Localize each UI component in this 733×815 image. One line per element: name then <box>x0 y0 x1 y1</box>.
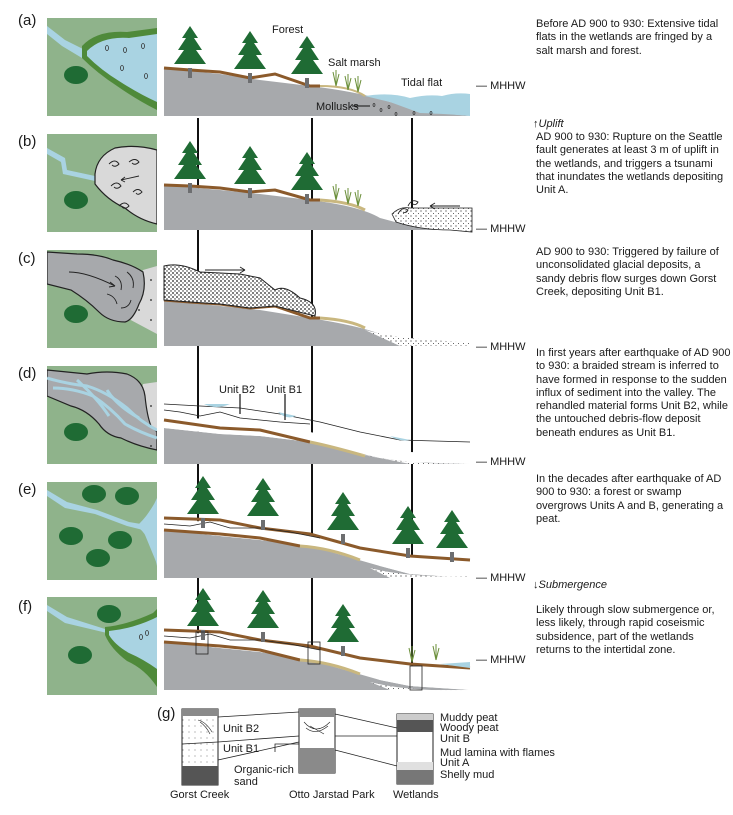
description-a: Before AD 900 to 930: Extensive tidal fl… <box>536 18 719 57</box>
site-label-otto-jarstad-park: Otto Jarstad Park <box>289 789 375 801</box>
panel-label-d: (d) <box>18 365 37 382</box>
panel-label-e: (e) <box>18 481 37 498</box>
unit-b-label: Unit B <box>440 733 470 745</box>
description-b: AD 900 to 930: Rupture on the Seattle fa… <box>536 131 724 197</box>
description-c: AD 900 to 930: Triggered by failure of u… <box>536 246 719 298</box>
unit-b1-label: Unit B1 <box>266 384 303 396</box>
stratigraphic-columns <box>181 708 434 786</box>
mhhw-label: MHHW <box>490 223 526 235</box>
mud-lamina-label: Mud lamina with flames <box>440 747 555 759</box>
uplift-note: ↑Uplift <box>533 118 564 130</box>
cross-section-e <box>163 476 471 578</box>
panel-label-a: (a) <box>18 12 37 29</box>
salt-marsh-label: Salt marsh <box>328 57 381 69</box>
mhhw-label: MHHW <box>490 456 526 468</box>
uplift-label: Uplift <box>538 118 564 130</box>
description-f: Likely through slow submergence or, less… <box>536 604 715 656</box>
mhhw-marker-b: — MHHW <box>476 223 526 235</box>
tidal-flat-label: Tidal flat <box>401 77 443 89</box>
map-view-d <box>47 366 157 464</box>
mhhw-marker-a: — MHHW <box>476 80 526 92</box>
mhhw-marker-e: — MHHW <box>476 572 526 584</box>
description-d: In first years after earthquake of AD 90… <box>536 347 731 439</box>
mhhw-marker-d: — MHHW <box>476 456 526 468</box>
wetlands-column <box>396 713 434 785</box>
cross-section-diagrams <box>163 26 473 691</box>
mollusks-label: Mollusks <box>316 101 359 113</box>
unit-a-label: Unit A <box>440 757 470 769</box>
cross-section-d <box>163 394 471 464</box>
mhhw-label: MHHW <box>490 341 526 353</box>
up-arrow-icon: ↑ <box>533 118 539 130</box>
unit-b2-label: Unit B2 <box>219 384 256 396</box>
site-label-wetlands: Wetlands <box>393 789 439 801</box>
panel-label-c: (c) <box>18 250 36 267</box>
map-view-b <box>47 134 157 232</box>
cross-section-c <box>163 264 470 346</box>
cross-section-b <box>163 141 473 233</box>
otto-jarstad-park-column <box>298 708 336 774</box>
muddy-peat-label: Muddy peat <box>440 712 498 724</box>
map-view-a <box>47 18 157 116</box>
woody-peat-label: Woody peat <box>440 722 499 734</box>
down-arrow-icon: ↓ <box>533 579 539 591</box>
gorst-creek-column <box>181 708 219 786</box>
map-view-e <box>47 482 157 580</box>
mhhw-label: MHHW <box>490 572 526 584</box>
forest-label: Forest <box>272 24 304 36</box>
mhhw-marker-c: — MHHW <box>476 341 526 353</box>
submergence-note: ↓Submergence <box>533 579 607 591</box>
gorst-unit-b2-label: Unit B2 <box>223 723 260 735</box>
shelly-mud-label: Shelly mud <box>440 769 495 781</box>
mhhw-marker-f: — MHHW <box>476 654 526 666</box>
map-view-c <box>47 250 157 348</box>
site-label-gorst-creek: Gorst Creek <box>170 789 230 801</box>
cross-section-f <box>163 588 471 691</box>
mhhw-label: MHHW <box>490 80 526 92</box>
submergence-label: Submergence <box>538 579 608 591</box>
panel-label-g: (g) <box>157 705 176 722</box>
gorst-unit-b1-label: Unit B1 <box>223 743 260 755</box>
cross-section-a <box>163 26 470 116</box>
map-view-f <box>47 597 157 695</box>
panel-label-b: (b) <box>18 133 37 150</box>
mhhw-label: MHHW <box>490 654 526 666</box>
description-e: In the decades after earthquake of AD 90… <box>536 473 724 525</box>
panel-label-f: (f) <box>18 598 33 615</box>
organic-rich-sand-label: Organic-rich sand <box>234 764 294 788</box>
